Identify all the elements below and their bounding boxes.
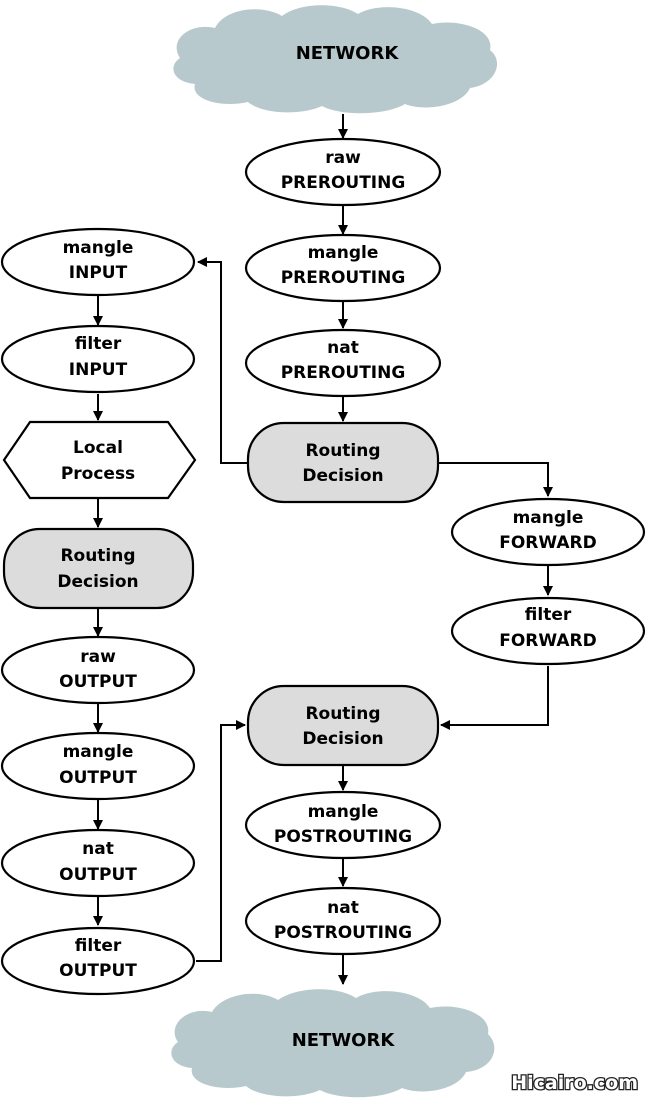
node-mangle-prerouting: mangle PREROUTING xyxy=(244,233,442,303)
node-routing-decision-1-line2: Decision xyxy=(302,466,383,486)
node-mangle-input-line2: INPUT xyxy=(69,263,128,283)
node-local-process: Local Process xyxy=(2,420,197,500)
node-mangle-forward-line2: FORWARD xyxy=(499,533,597,553)
node-filter-input-line2: INPUT xyxy=(69,360,128,380)
node-nat-output-line1: nat xyxy=(82,839,114,859)
node-nat-postrouting-line2: POSTROUTING xyxy=(274,923,412,943)
node-routing-decision-3: Routing Decision xyxy=(246,684,440,767)
node-mangle-postrouting-line2: POSTROUTING xyxy=(274,827,412,847)
node-filter-input: filter INPUT xyxy=(0,324,196,394)
node-mangle-postrouting: mangle POSTROUTING xyxy=(244,790,442,860)
node-nat-postrouting: nat POSTROUTING xyxy=(244,886,442,956)
node-mangle-postrouting-line1: mangle xyxy=(308,802,379,822)
node-mangle-prerouting-line1: mangle xyxy=(308,243,379,263)
network-bottom-cloud: NETWORK xyxy=(171,989,495,1098)
node-mangle-forward: mangle FORWARD xyxy=(450,497,646,567)
node-routing-decision-1: Routing Decision xyxy=(246,421,440,504)
node-filter-input-line1: filter xyxy=(75,334,122,354)
edge-routing-1-to-mangle-forward xyxy=(438,462,553,497)
node-raw-prerouting: raw PREROUTING xyxy=(244,137,442,207)
watermark: Hicairo.com xyxy=(511,1072,638,1094)
node-nat-prerouting-line2: PREROUTING xyxy=(281,363,406,383)
node-filter-output-line1: filter xyxy=(75,936,122,956)
node-filter-output: filter OUTPUT xyxy=(0,926,196,996)
network-top-label: NETWORK xyxy=(296,43,400,64)
node-mangle-input-line1: mangle xyxy=(63,238,134,258)
node-nat-prerouting-line1: nat xyxy=(327,338,359,358)
edge-filter-output-to-routing-3 xyxy=(196,720,246,962)
network-top-cloud: NETWORK xyxy=(173,5,498,114)
node-filter-forward: filter FORWARD xyxy=(450,596,646,666)
node-routing-decision-1-line1: Routing xyxy=(305,441,380,461)
node-raw-prerouting-line2: PREROUTING xyxy=(281,173,406,193)
node-raw-output: raw OUTPUT xyxy=(0,635,196,705)
node-raw-prerouting-line1: raw xyxy=(325,148,361,168)
node-mangle-output: mangle OUTPUT xyxy=(0,731,196,801)
node-nat-postrouting-line1: nat xyxy=(327,898,359,918)
node-routing-decision-2-line1: Routing xyxy=(60,546,135,566)
node-filter-output-line2: OUTPUT xyxy=(59,961,137,981)
node-local-process-line1: Local xyxy=(73,438,123,458)
edge-filter-forward-to-routing-3 xyxy=(440,666,549,730)
node-routing-decision-3-line2: Decision xyxy=(302,729,383,749)
node-mangle-output-line2: OUTPUT xyxy=(59,768,137,788)
node-filter-forward-line1: filter xyxy=(525,605,572,625)
node-routing-decision-2: Routing Decision xyxy=(2,527,195,610)
edge-routing-1-to-mangle-input xyxy=(197,257,248,464)
node-mangle-output-line1: mangle xyxy=(63,742,134,762)
node-routing-decision-3-line1: Routing xyxy=(305,704,380,724)
node-raw-output-line1: raw xyxy=(80,647,116,667)
node-filter-forward-line2: FORWARD xyxy=(499,631,597,651)
node-mangle-input: mangle INPUT xyxy=(0,227,196,297)
node-nat-output: nat OUTPUT xyxy=(0,828,196,898)
node-mangle-prerouting-line2: PREROUTING xyxy=(281,268,406,288)
node-mangle-forward-line1: mangle xyxy=(513,508,584,528)
node-local-process-line2: Process xyxy=(61,464,135,484)
edges xyxy=(93,114,553,985)
node-routing-decision-2-line2: Decision xyxy=(57,572,138,592)
node-raw-output-line2: OUTPUT xyxy=(59,672,137,692)
network-bottom-label: NETWORK xyxy=(292,1030,396,1051)
node-nat-output-line2: OUTPUT xyxy=(59,865,137,885)
node-nat-prerouting: nat PREROUTING xyxy=(244,328,442,398)
